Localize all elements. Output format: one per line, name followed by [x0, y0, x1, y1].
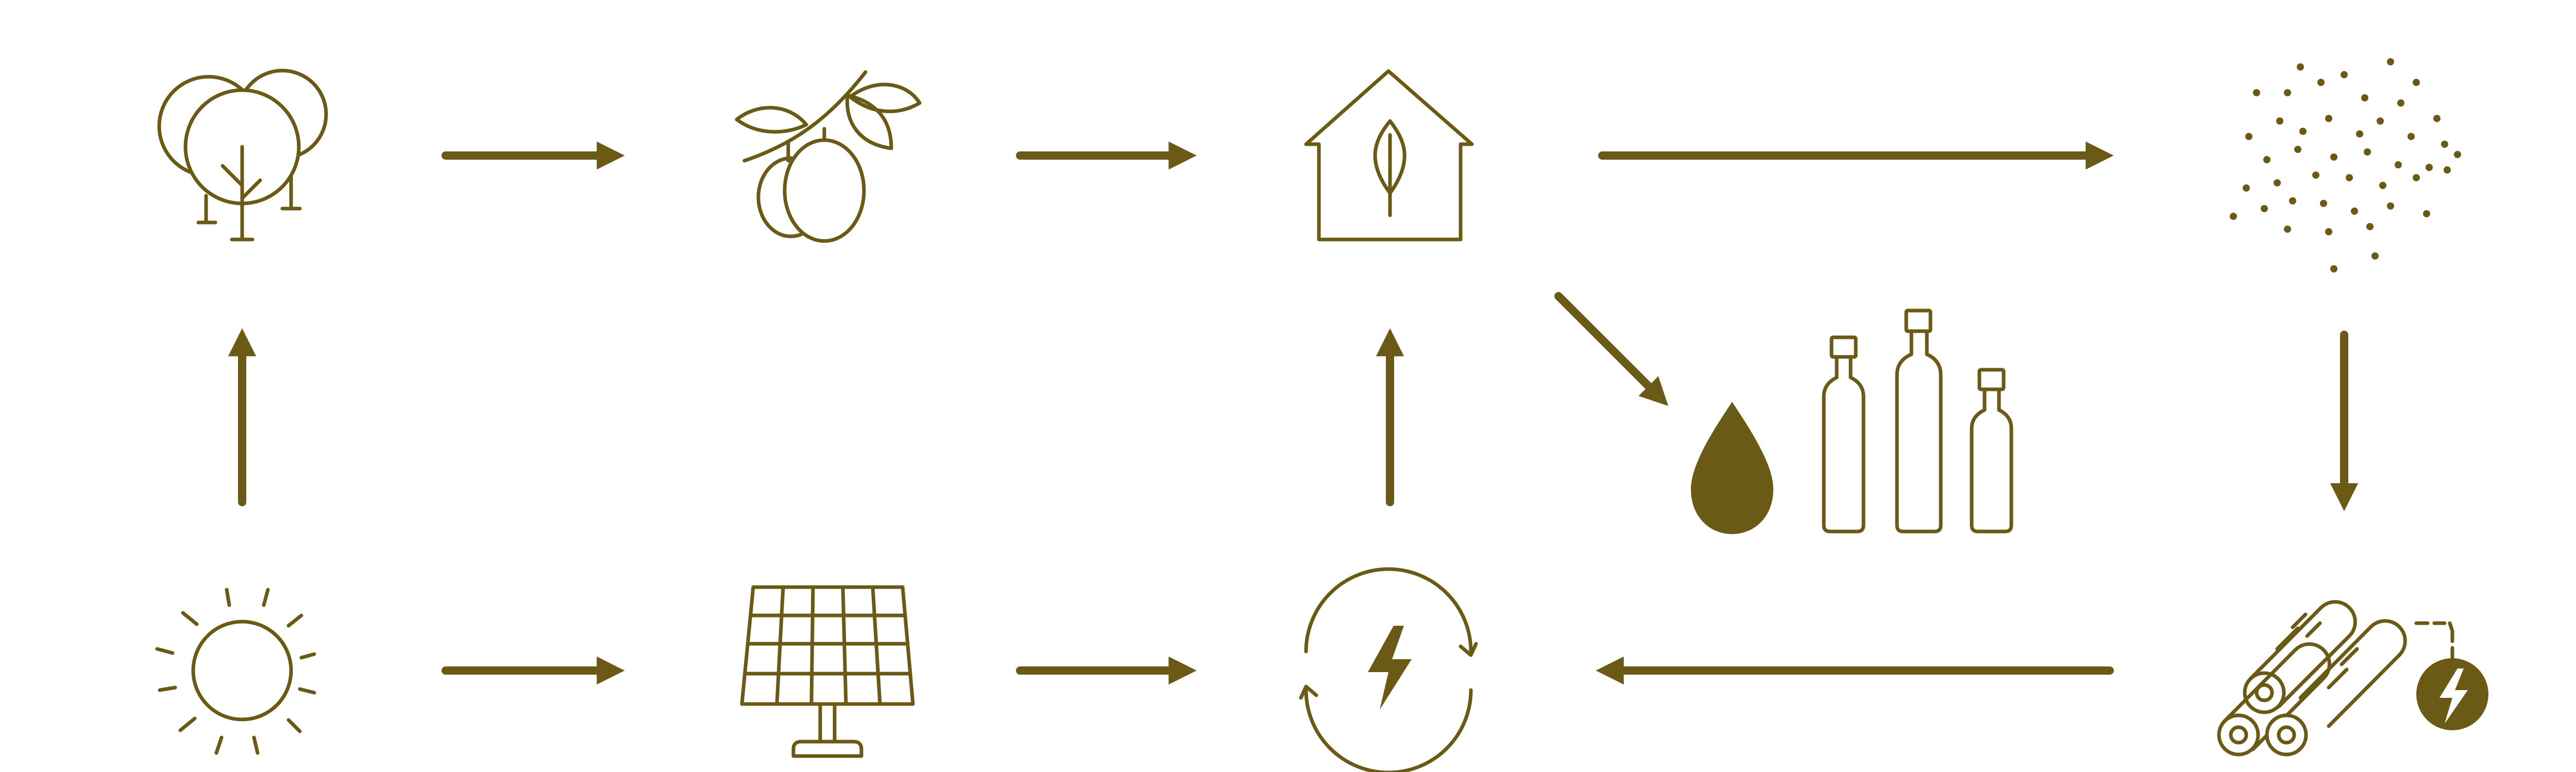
flow-arrows [228, 141, 2359, 685]
oil-drop-icon [1691, 402, 1773, 534]
energy-badge-icon [2416, 658, 2488, 730]
olive-branch-icon [735, 70, 922, 243]
dots-particles-icon [2230, 58, 2461, 272]
arrow-mill-to-oil [1554, 292, 1669, 406]
biomass-logs-energy-icon [2217, 600, 2454, 757]
oil-bottles-icon [1822, 308, 2013, 534]
renewable-energy-cycle-icon [1299, 567, 1478, 772]
olive-trees-icon [157, 68, 328, 242]
eco-house-icon [1304, 69, 1474, 242]
solar-panel-icon [740, 585, 915, 758]
lightning-bolt-icon [1368, 626, 1412, 710]
sun-icon [155, 588, 316, 755]
